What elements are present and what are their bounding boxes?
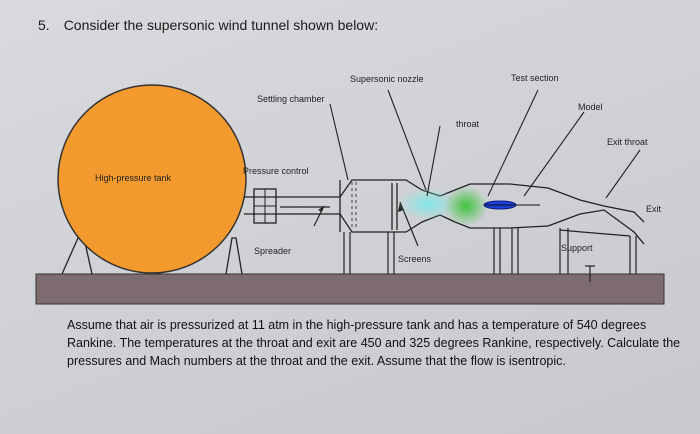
label-exit: Exit bbox=[646, 204, 662, 214]
question-header: 5. Consider the supersonic wind tunnel sh… bbox=[38, 17, 378, 33]
ground-base bbox=[35, 273, 665, 305]
label-exit-throat: Exit throat bbox=[607, 137, 648, 147]
throat-flow bbox=[398, 188, 458, 220]
test-section-flow bbox=[444, 186, 488, 226]
label-screens: Screens bbox=[398, 254, 432, 264]
diffuser bbox=[547, 187, 645, 245]
exit-legs bbox=[629, 236, 637, 274]
label-throat: throat bbox=[456, 119, 480, 129]
label-settling-chamber: Settling chamber bbox=[257, 94, 325, 104]
label-support: Support bbox=[561, 243, 593, 253]
label-high-pressure-tank: High-pressure tank bbox=[95, 173, 172, 183]
label-pressure-control: Pressure control bbox=[243, 166, 309, 176]
label-model: Model bbox=[578, 102, 603, 112]
feed-pipe bbox=[244, 196, 340, 215]
support-stand bbox=[559, 228, 595, 282]
label-test-section: Test section bbox=[511, 73, 559, 83]
chamber-legs bbox=[343, 228, 519, 274]
screens bbox=[351, 182, 357, 230]
question-prompt: Consider the supersonic wind tunnel show… bbox=[63, 17, 379, 33]
problem-statement: Assume that air is pressurized at 11 atm… bbox=[67, 318, 681, 368]
question-number: 5. bbox=[38, 17, 50, 33]
high-pressure-tank bbox=[57, 84, 247, 274]
label-spreader: Spreader bbox=[254, 246, 292, 256]
leader-lines bbox=[329, 89, 641, 199]
label-supersonic-nozzle: Supersonic nozzle bbox=[350, 74, 424, 84]
